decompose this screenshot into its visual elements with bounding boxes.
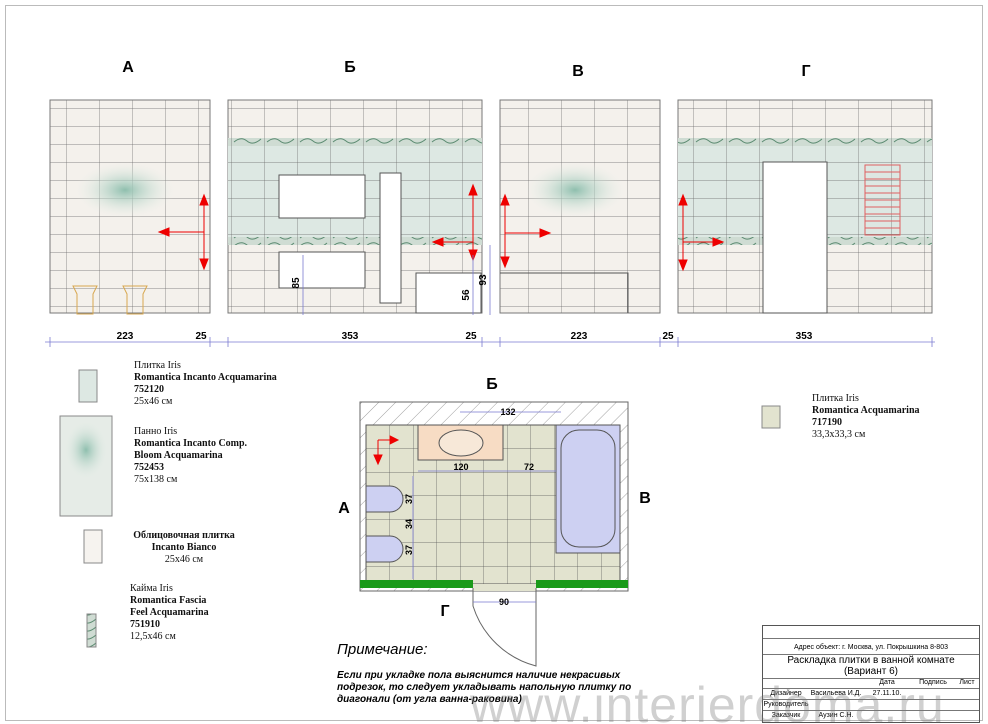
bathtub bbox=[555, 424, 621, 554]
col-sign: Подпись bbox=[919, 679, 947, 686]
legend-name-2: Feel Acquamarina bbox=[130, 607, 209, 618]
legend-size: 25x46 см bbox=[164, 554, 204, 565]
elevation-label-a: А bbox=[122, 59, 134, 76]
decor-panel bbox=[75, 162, 175, 218]
drawing-title: Раскладка плитки в ванной комнате bbox=[787, 655, 955, 666]
wall-b-elevation bbox=[227, 99, 483, 314]
dim-sink: 120 bbox=[453, 462, 468, 472]
dim-door: 90 bbox=[499, 597, 509, 607]
plan-label-bottom: Г bbox=[440, 603, 449, 620]
swatch-752120 bbox=[78, 369, 98, 403]
swatch-751910 bbox=[86, 613, 97, 648]
title-block: Адрес объект: г. Москва, ул. Покрышкина … bbox=[762, 625, 980, 723]
watermark: www.interierdoma.ru bbox=[470, 677, 945, 724]
designer-label: Дизайнер bbox=[770, 690, 802, 697]
legend-name: Romantica Acquamarina bbox=[812, 405, 920, 416]
date-value: 27.11.10. bbox=[872, 690, 902, 697]
doorway bbox=[762, 161, 828, 314]
dim-toilet-1: 37 bbox=[404, 494, 414, 504]
dim-wall-c: 223 bbox=[571, 331, 588, 342]
swatch-incanto-bianco bbox=[83, 529, 103, 564]
legend-name-2: Bloom Acquamarina bbox=[134, 450, 223, 461]
dim-bath-height-2: 93 bbox=[478, 274, 489, 286]
tall-cabinet bbox=[379, 172, 402, 304]
dim-wall-a: 223 bbox=[117, 331, 134, 342]
wall-c-elevation bbox=[499, 99, 661, 314]
dim-cabinet-height: 85 bbox=[291, 277, 302, 289]
bathtub-side bbox=[415, 272, 482, 314]
plan-label-right: В bbox=[639, 490, 651, 507]
legend-code: 751910 bbox=[130, 619, 160, 630]
client-name: Аузин С.Н. bbox=[818, 712, 854, 719]
manager-label: Руководитель bbox=[763, 701, 809, 708]
mirror bbox=[278, 174, 366, 219]
col-sheet: Лист bbox=[959, 679, 975, 686]
legend-type: Облицовочная плитка bbox=[133, 530, 235, 541]
note-title: Примечание: bbox=[337, 641, 428, 658]
legend-size: 12,5x46 см bbox=[130, 631, 176, 642]
legend-name: Romantica Incanto Comp. bbox=[134, 438, 248, 449]
dim-plan-top: 132 bbox=[500, 407, 515, 417]
wall-d-elevation bbox=[677, 99, 933, 314]
legend-type: Панно Iris bbox=[134, 426, 178, 437]
vanity-cabinet bbox=[278, 251, 366, 289]
legend-type: Плитка Iris bbox=[812, 393, 859, 404]
wall-a-elevation bbox=[49, 99, 211, 315]
drawing-variant: (Вариант 6) bbox=[843, 666, 899, 677]
toilet-2 bbox=[365, 535, 404, 563]
elevation-label-d: Г bbox=[801, 63, 810, 80]
legend-name: Romantica Incanto Acquamarina bbox=[134, 372, 277, 383]
plan-label-left: А bbox=[338, 500, 350, 517]
col-date: Дата bbox=[879, 679, 895, 686]
towel-rail-icon bbox=[864, 164, 901, 236]
dim-wall-b: 353 bbox=[342, 331, 359, 342]
legend-type: Кайма Iris bbox=[130, 583, 173, 594]
plan-label-top: Б bbox=[486, 376, 498, 393]
address: Адрес объект: г. Москва, ул. Покрышкина … bbox=[794, 644, 948, 651]
elevation-label-c: В bbox=[572, 63, 584, 80]
legend-name: Incanto Bianco bbox=[151, 542, 217, 553]
dim-sink-to-bath: 72 bbox=[524, 462, 534, 472]
floor-plan bbox=[359, 401, 629, 667]
legend-code: 752120 bbox=[134, 384, 164, 395]
dim-bath-height: 56 bbox=[461, 289, 472, 301]
tile-start-arrows bbox=[157, 183, 725, 272]
designer-name: Васильева И.Д. bbox=[810, 690, 862, 697]
legend-type: Плитка Iris bbox=[134, 360, 181, 371]
legend-code: 752453 bbox=[134, 462, 164, 473]
dim-gap-1: 25 bbox=[195, 331, 207, 342]
legend-size: 33,3x33,3 см bbox=[812, 429, 866, 440]
dim-wall-d: 353 bbox=[796, 331, 813, 342]
client-label: Заказчик bbox=[771, 712, 801, 719]
legend-code: 717190 bbox=[812, 417, 842, 428]
note-text: Если при укладке пола выяснится наличие … bbox=[337, 670, 632, 705]
dim-gap-3: 25 bbox=[662, 331, 674, 342]
toilet-1 bbox=[365, 485, 404, 513]
bidet-icons bbox=[72, 285, 148, 315]
dim-toilet-2: 37 bbox=[404, 545, 414, 555]
elevation-label-b: Б bbox=[344, 59, 356, 76]
legend-size: 25x46 см bbox=[134, 396, 173, 407]
swatch-717190 bbox=[761, 405, 781, 429]
door-swing bbox=[472, 588, 537, 667]
legend-size: 75x138 см bbox=[134, 474, 178, 485]
dim-gap-2: 25 bbox=[465, 331, 477, 342]
dim-between-toilets: 34 bbox=[404, 519, 414, 529]
elevation-dimension-lines bbox=[45, 245, 935, 347]
legend-name: Romantica Fascia bbox=[130, 595, 207, 606]
